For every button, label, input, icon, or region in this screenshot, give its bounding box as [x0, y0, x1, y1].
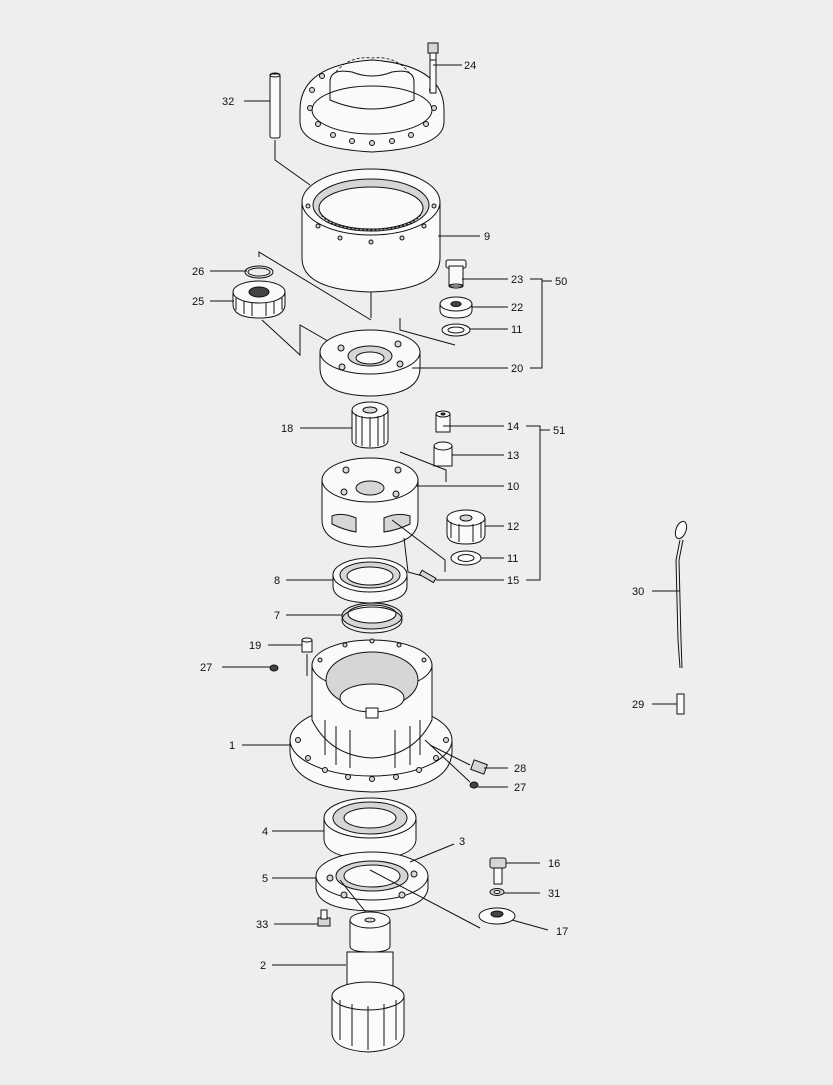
label-25: 25 — [192, 296, 204, 308]
part-27-plug-a — [269, 664, 279, 672]
label-24: 24 — [464, 60, 476, 72]
part-16-bolt — [489, 857, 507, 885]
part-2-pinion-shaft — [331, 911, 405, 1053]
label-51: 51 — [553, 425, 565, 437]
part-7-seal — [341, 602, 403, 634]
label-7: 7 — [274, 610, 280, 622]
part-19-plug — [301, 637, 313, 653]
label-30: 30 — [632, 586, 644, 598]
part-5-cover — [315, 851, 429, 912]
part-33-bolt — [317, 909, 331, 927]
leader-lines — [210, 64, 680, 966]
label-1: 1 — [229, 740, 235, 752]
part-23-pin — [445, 259, 467, 289]
label-15: 15 — [507, 575, 519, 587]
part-10-carrier — [321, 457, 419, 548]
label-14: 14 — [507, 421, 519, 433]
part-20-carrier — [319, 329, 421, 397]
part-1-housing — [289, 638, 453, 793]
label-5: 5 — [262, 873, 268, 885]
top-housing — [299, 57, 445, 153]
label-16: 16 — [548, 858, 560, 870]
label-31: 31 — [548, 888, 560, 900]
callout-labels: 24 32 9 26 25 23 22 11 20 50 18 14 13 10… — [192, 60, 644, 972]
label-50: 50 — [555, 276, 567, 288]
part-11-thrust-washer-b — [450, 550, 482, 566]
part-25-planet-gear — [232, 280, 286, 319]
part-28-breather — [470, 759, 488, 775]
label-18: 18 — [281, 423, 293, 435]
part-24-bolt — [427, 42, 439, 94]
label-11-a: 11 — [511, 324, 522, 336]
part-27-plug-b — [469, 781, 479, 789]
label-10: 10 — [507, 481, 519, 493]
label-4: 4 — [262, 826, 268, 838]
label-27-b: 27 — [514, 782, 526, 794]
part-12-planet-gear — [446, 509, 486, 545]
label-26: 26 — [192, 266, 204, 278]
label-12: 12 — [507, 521, 519, 533]
label-13: 13 — [507, 450, 519, 462]
label-22: 22 — [511, 302, 523, 314]
label-32: 32 — [222, 96, 234, 108]
label-29: 29 — [632, 699, 644, 711]
label-9: 9 — [484, 231, 490, 243]
label-33: 33 — [256, 919, 268, 931]
part-18-sun-gear — [351, 401, 389, 449]
label-20: 20 — [511, 363, 523, 375]
part-26-snap-ring — [244, 265, 274, 279]
label-11-b: 11 — [507, 553, 518, 565]
part-15-pin — [418, 569, 437, 584]
part-30-dipstick — [674, 520, 688, 669]
label-23: 23 — [511, 274, 523, 286]
part-31-washer — [489, 888, 505, 896]
part-9-ring-gear — [301, 168, 441, 293]
label-27-a: 27 — [200, 662, 212, 674]
part-4-bearing — [323, 797, 417, 860]
part-11-thrust-washer-a — [441, 323, 471, 337]
label-28: 28 — [514, 763, 526, 775]
part-14-pin — [435, 410, 451, 433]
label-17: 17 — [556, 926, 568, 938]
part-22-gear — [439, 296, 473, 319]
label-8: 8 — [274, 575, 280, 587]
label-3: 3 — [459, 836, 465, 848]
part-13-bushing — [433, 441, 453, 467]
part-17-plate — [478, 907, 516, 925]
part-8-bearing — [332, 557, 408, 604]
label-2: 2 — [260, 960, 266, 972]
part-32-pin — [269, 72, 281, 139]
label-19: 19 — [249, 640, 261, 652]
part-29-tube — [676, 693, 685, 715]
